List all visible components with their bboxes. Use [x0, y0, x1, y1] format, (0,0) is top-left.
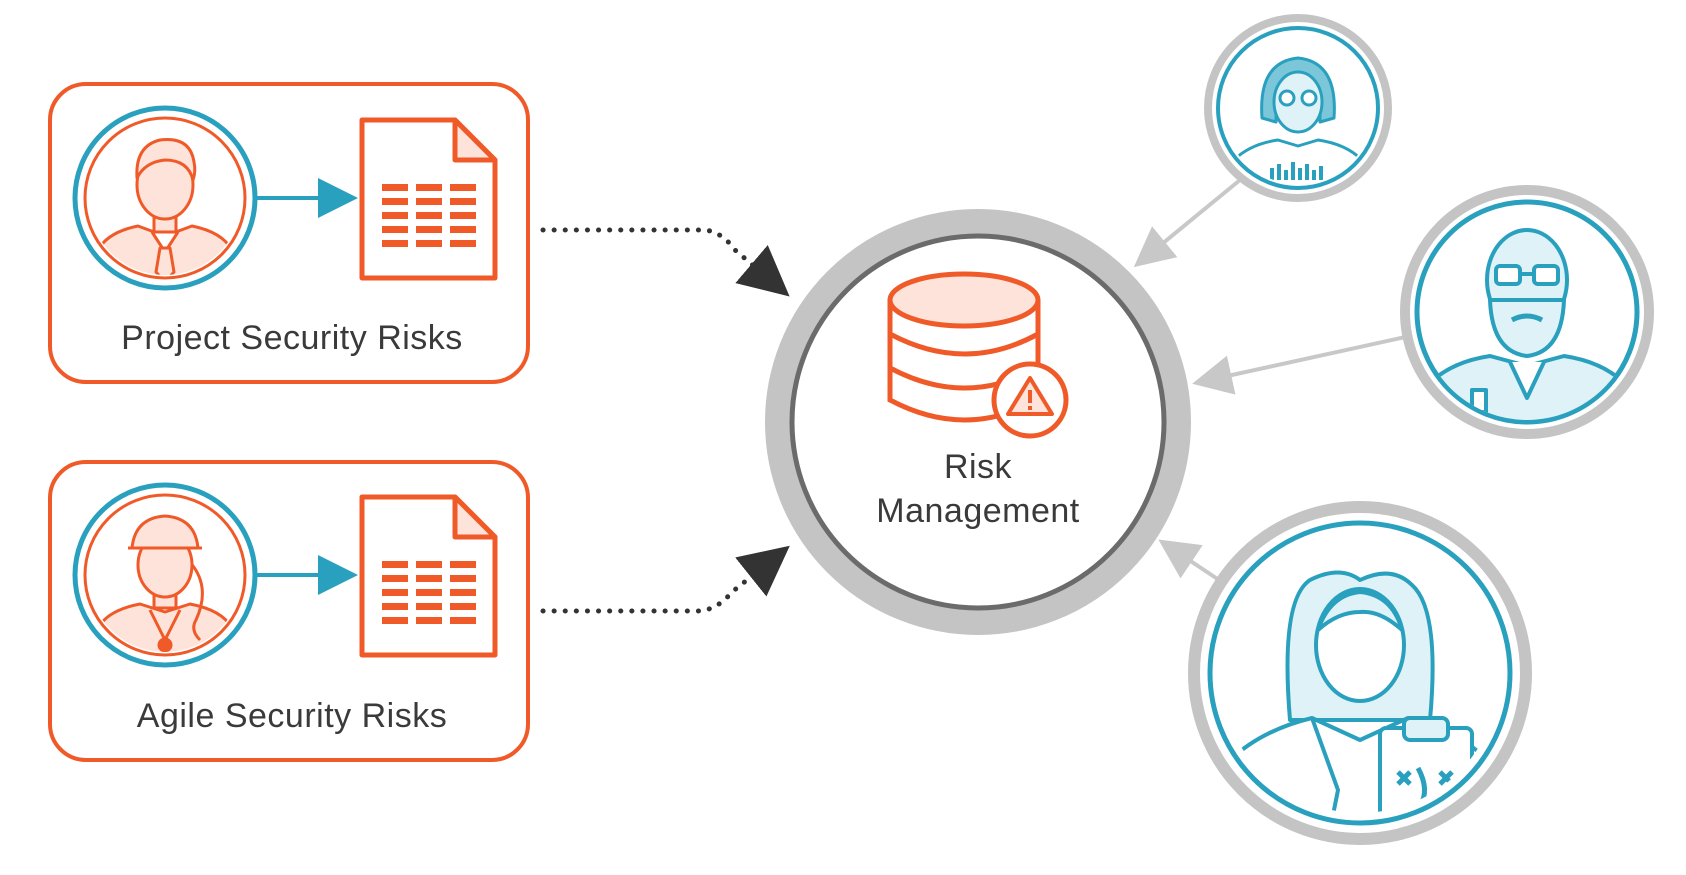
agile-to-risk-connector: [540, 545, 790, 614]
male-person-icon: [72, 105, 258, 291]
stakeholder-3-arrow: [1158, 539, 1224, 584]
agile-risks-box: Agile Security Risks: [48, 460, 530, 762]
woman-clipboard-icon: [1188, 501, 1532, 845]
document-table-icon: [359, 494, 498, 658]
bearded-man-glasses-icon: [1400, 185, 1654, 439]
agile-risks-label: Agile Security Risks: [137, 697, 447, 735]
project-to-risk-connector: [540, 227, 790, 297]
warning-icon: [991, 361, 1069, 439]
document-table-icon: [359, 117, 498, 281]
female-person-icon: [72, 482, 258, 668]
stakeholder-1-arrow: [1133, 178, 1242, 268]
risk-management-hub: Risk Management: [765, 209, 1191, 635]
stakeholder-2-arrow: [1192, 334, 1411, 395]
woman-glasses-icon: [1204, 14, 1392, 202]
risk-label-line2: Management: [876, 492, 1080, 530]
project-risks-label: Project Security Risks: [121, 319, 463, 357]
project-risks-box: Project Security Risks: [48, 82, 530, 384]
risk-label-line1: Risk: [944, 448, 1013, 486]
